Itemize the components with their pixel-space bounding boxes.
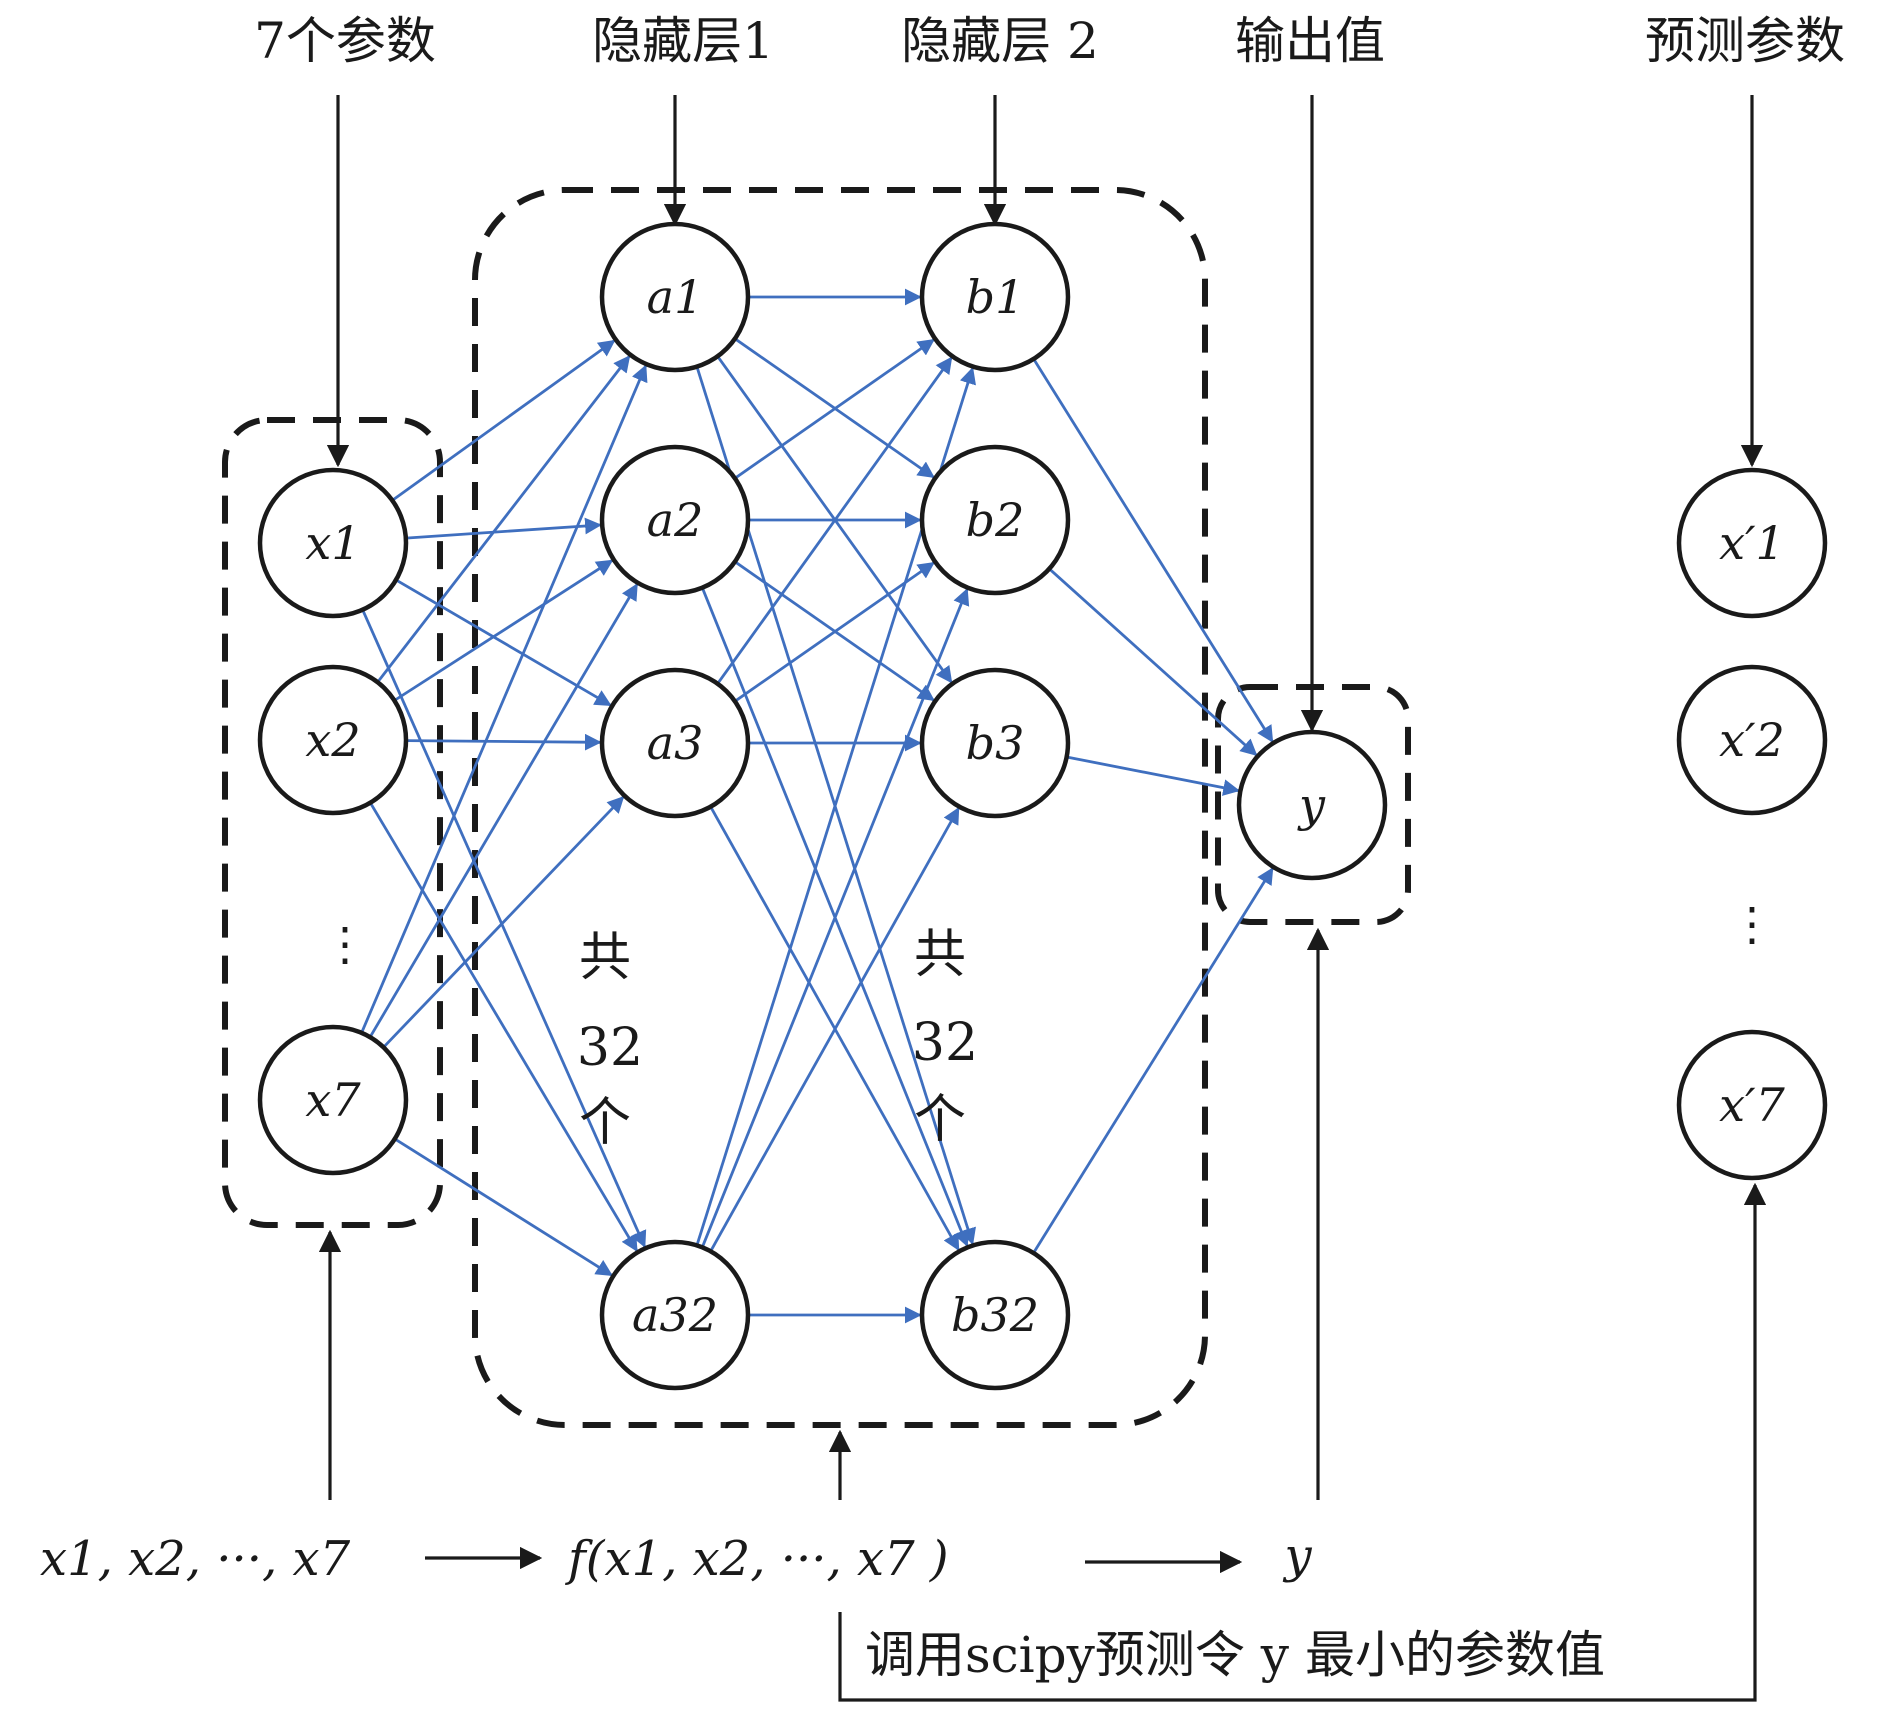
connection-input0-to-hidden1-2 [395, 578, 612, 707]
connection-hidden2-1-to-output [1048, 567, 1258, 757]
node-output-y [1236, 729, 1388, 881]
node-hidden1-a32 [599, 1239, 751, 1391]
hidden1-count-line-1: 共 [579, 928, 631, 988]
connections-group [360, 288, 1274, 1324]
connection-hidden1-3-to-hidden2-2 [709, 807, 960, 1252]
header-hidden-layer-2: 隐藏层 2 [901, 12, 1099, 70]
node-label-b32: b32 [951, 1288, 1039, 1342]
connection-hidden2-0-to-output [1032, 358, 1274, 743]
connection-hidden1-2-to-hidden2-1 [734, 561, 935, 703]
node-predicted-x2 [1676, 664, 1828, 816]
connection-hidden1-1-to-hidden2-0 [734, 338, 935, 480]
input-group-box [222, 417, 443, 1228]
hidden-layers-group-box [472, 187, 1208, 1428]
connection-input1-to-hidden1-1 [393, 559, 614, 702]
connection-hidden1-2-to-hidden2-0 [716, 356, 953, 685]
connection-input1-to-hidden1-0 [376, 355, 631, 684]
node-label-a1: a1 [647, 270, 704, 324]
node-label-x2-prime: x′2 [1719, 713, 1785, 767]
node-label-b3: b3 [966, 716, 1025, 770]
node-label-x7-prime: x′7 [1719, 1078, 1785, 1132]
node-predicted-x7 [1676, 1029, 1828, 1181]
connection-input2-to-hidden1-2 [382, 795, 625, 1049]
connection-input0-to-hidden1-3 [361, 609, 647, 1248]
connection-hidden2-2-to-output [1066, 755, 1241, 796]
node-label-b1: b1 [966, 270, 1025, 324]
hidden2-count-line-1: 共 [914, 925, 966, 985]
node-label-x2: x2 [305, 713, 360, 767]
input-ellipsis: ⋮ [322, 917, 368, 971]
connection-input2-to-hidden1-1 [368, 583, 639, 1038]
hidden2-count-line-3: 个 [914, 1090, 966, 1150]
node-hidden1-a1 [599, 221, 751, 373]
connection-input0-to-hidden1-1 [405, 517, 602, 540]
node-hidden2-b2 [919, 444, 1071, 596]
node-label-x1: x1 [305, 516, 360, 570]
hidden1-count-line-2: 32 [577, 1018, 643, 1078]
predicted-ellipsis: ⋮ [1729, 897, 1775, 951]
formula-function: f(x1, x2, ···, x7 ) [565, 1531, 949, 1587]
node-label-b2: b2 [966, 493, 1025, 547]
node-label-a3: a3 [647, 716, 704, 770]
header-hidden-layer-1: 隐藏层1 [592, 12, 774, 70]
feedback-bracket [838, 1182, 1767, 1702]
connection-input0-to-hidden1-0 [391, 339, 616, 502]
node-label-a2: a2 [647, 493, 704, 547]
hidden1-count-line-3: 个 [579, 1093, 631, 1153]
header-predicted-params: 预测参数 [1645, 12, 1845, 70]
node-input-x2 [257, 664, 409, 816]
node-label-y: y [1297, 778, 1326, 832]
connection-hidden1-3-to-hidden2-1 [701, 588, 970, 1248]
connection-input2-to-hidden1-0 [360, 364, 648, 1034]
node-predicted-x1 [1676, 467, 1828, 619]
node-label-x1-prime: x′1 [1719, 516, 1785, 570]
connection-input1-to-hidden1-2 [405, 733, 602, 751]
hidden2-count-line-2: 32 [912, 1013, 978, 1073]
formula-output: y [1282, 1528, 1312, 1584]
node-hidden1-a3 [599, 667, 751, 819]
header-output-value: 输出值 [1235, 12, 1385, 70]
node-hidden2-b32 [919, 1239, 1071, 1391]
formula-inputs: x1, x2, ···, x7 [40, 1531, 351, 1587]
node-hidden2-b3 [919, 667, 1071, 819]
node-hidden1-a2 [599, 444, 751, 596]
connection-hidden2-3-to-output [1032, 867, 1274, 1254]
node-label-x7: x7 [305, 1073, 361, 1127]
node-label-a32: a32 [632, 1288, 718, 1342]
header-input-params: 7个参数 [254, 12, 436, 70]
bottom-note: 调用scipy预测令 y 最小的参数值 [865, 1626, 1605, 1684]
node-input-x1 [257, 467, 409, 619]
connection-input1-to-hidden1-3 [369, 801, 638, 1252]
node-hidden2-b1 [919, 221, 1071, 373]
connection-input2-to-hidden1-3 [394, 1137, 613, 1277]
node-input-x7 [257, 1024, 409, 1176]
